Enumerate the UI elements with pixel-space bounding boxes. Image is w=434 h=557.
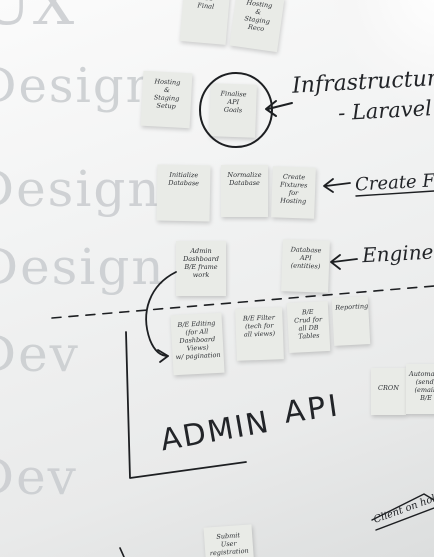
ghost-label-design-1: Design [0,58,159,114]
underline-fixtures [355,190,434,197]
sticky-note-automated: Automated (send) (email) B/E [406,364,434,414]
ghost-label-ux: UX [0,0,77,38]
connector-arrowhead [157,349,169,363]
admin-api-bracket [125,331,247,479]
whiteboard-glare [324,0,434,110]
curved-connector [145,271,177,357]
dashed-divider [51,285,434,319]
arrow-fixtures [323,178,351,193]
ghost-label-design-3: Design [0,238,166,296]
bottom-scribble [119,547,125,557]
arrow-infrastructure [265,100,293,117]
sticky-note-normalize-db: Normalize Database [221,165,268,217]
client-box [371,493,434,531]
ghost-label-design-2: Design [0,160,162,218]
sticky-note-cron: CRON [371,368,406,415]
sticky-note-admin-dashboard: Admin Dashboard B/E frame work [176,241,226,296]
ghost-label-dev-2: Dev [0,448,78,506]
circle-around-finalise [199,72,273,148]
arrow-engineering [330,254,358,270]
ghost-label-dev-1: Dev [0,325,80,383]
